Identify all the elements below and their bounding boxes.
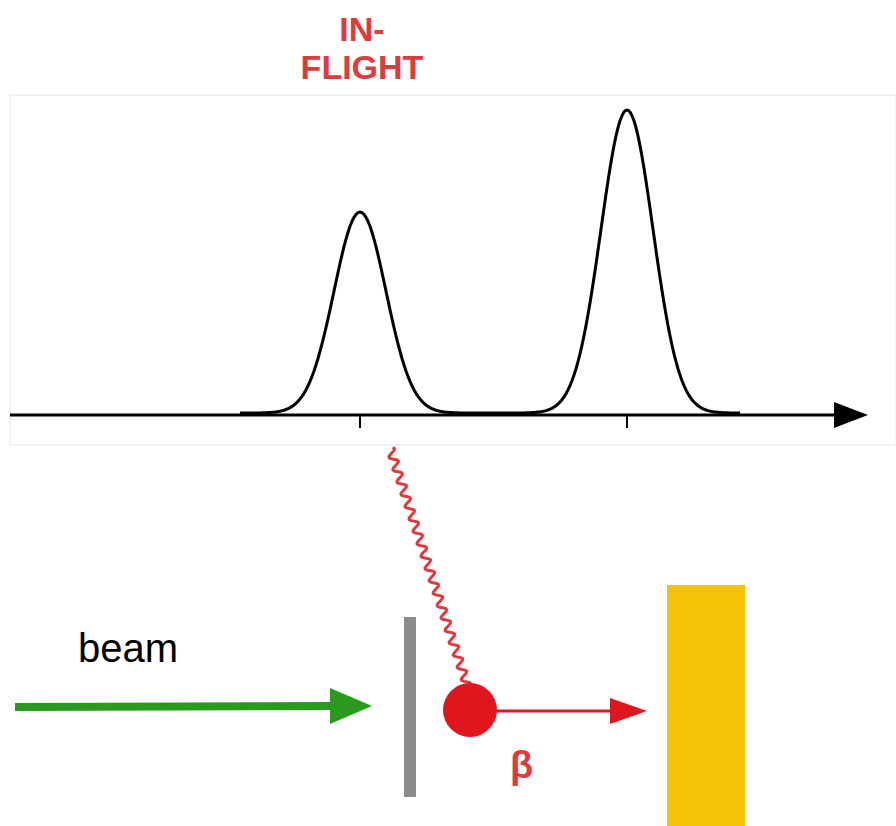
beam-arrowhead — [330, 688, 372, 724]
velocity-arrow — [495, 710, 615, 713]
stopper — [667, 585, 745, 826]
axis-tick — [359, 415, 361, 428]
spectrum-peaks — [240, 110, 740, 413]
axis-tick — [626, 415, 628, 428]
velocity-label: β — [510, 744, 533, 787]
recoil-nucleus — [443, 683, 497, 737]
plot-title: IN- FLIGHT — [287, 10, 437, 86]
axis-arrowhead — [834, 402, 868, 428]
beam-arrow — [15, 706, 335, 707]
energy-axis — [10, 414, 840, 417]
target-foil — [404, 617, 416, 797]
beam-label: beam — [78, 626, 178, 671]
velocity-arrowhead — [610, 698, 647, 724]
plot-panel — [10, 95, 896, 445]
gamma-ray — [389, 448, 471, 689]
